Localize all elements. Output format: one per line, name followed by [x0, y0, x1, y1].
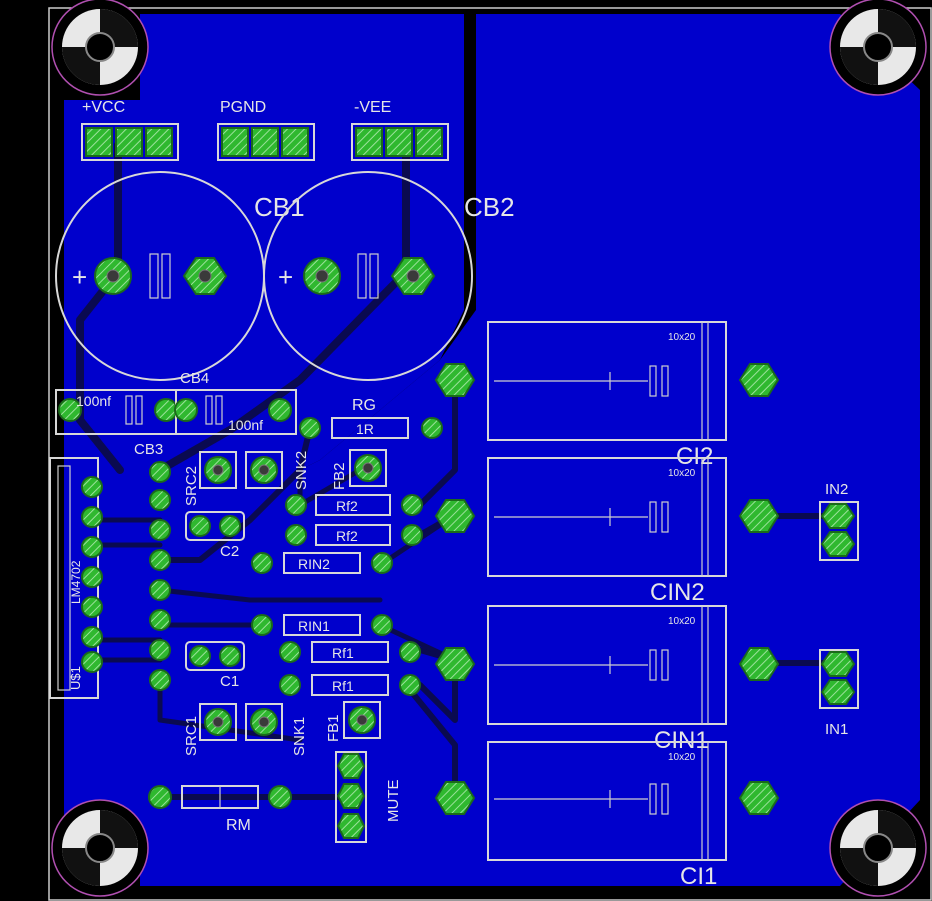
- pad-fb1: FB1: [325, 701, 381, 742]
- capacitor-cin2: 10x20 CIN2: [434, 457, 780, 606]
- pad-fb1-label: FB1: [325, 714, 342, 742]
- capacitor-ci2-label: CI2: [676, 443, 713, 470]
- resistor-rin1: RIN1: [251, 614, 393, 636]
- ic-lm4702: LM4702 U$1: [49, 457, 171, 699]
- capacitor-ci1: 10x20 CI1: [434, 741, 780, 890]
- pad-fb2-label: FB2: [331, 462, 348, 490]
- pad-src2-label: SRC2: [183, 466, 200, 506]
- resistor-rm-label: RM: [226, 817, 251, 834]
- resistor-rg-body: 1R: [356, 421, 374, 437]
- capacitor-cb4-value: 100nf: [228, 417, 263, 433]
- capacitor-cb4-label: CB4: [180, 370, 209, 387]
- pad-snk1-label: SNK1: [291, 717, 308, 756]
- capacitor-ci2-size: 10x20: [668, 332, 696, 343]
- resistor-rf1b-label: Rf1: [332, 678, 354, 694]
- connector-mute: MUTE: [335, 751, 402, 843]
- ic-pins: [81, 461, 171, 691]
- copper-pour-main: [64, 14, 920, 886]
- connector-pgnd-label: PGND: [220, 99, 266, 116]
- pad-snk1: SNK1: [245, 703, 308, 756]
- connector-vcc-label: +VCC: [82, 99, 125, 116]
- capacitor-cin2-label: CIN2: [650, 579, 705, 606]
- capacitor-cin1-label: CIN1: [654, 727, 709, 754]
- capacitor-cb2: + CB2: [263, 171, 515, 381]
- connector-in1-label: IN1: [825, 721, 848, 738]
- resistor-rm: RM: [148, 785, 292, 834]
- connector-vcc: +VCC: [81, 99, 179, 161]
- connector-pgnd: PGND: [217, 99, 315, 161]
- pad-src1: SRC1: [183, 703, 237, 756]
- capacitor-ci1-label: CI1: [680, 863, 717, 890]
- svg-text:+: +: [72, 262, 87, 292]
- connector-vee: -VEE: [351, 99, 449, 161]
- connector-vee-label: -VEE: [354, 99, 391, 116]
- resistor-rf1b: Rf1: [279, 674, 421, 696]
- connector-in2-label: IN2: [825, 481, 848, 498]
- resistor-rf1a: Rf1: [279, 641, 421, 663]
- resistor-rg-label: RG: [352, 397, 376, 414]
- connector-mute-label: MUTE: [385, 780, 402, 823]
- resistor-rin1-label: RIN1: [298, 618, 330, 634]
- resistor-rf1a-label: Rf1: [332, 645, 354, 661]
- resistor-rf2b-label: Rf2: [336, 528, 358, 544]
- ic-ref-label: U$1: [68, 666, 83, 690]
- pad-src2: SRC2: [183, 451, 237, 506]
- capacitor-c1-label: C1: [220, 673, 239, 690]
- mounting-hole-bottom-left: [51, 799, 149, 897]
- pad-fb2: FB2: [331, 449, 387, 490]
- pad-snk2: SNK2: [245, 451, 310, 490]
- capacitor-c2-label: C2: [220, 543, 239, 560]
- pad-snk2-label: SNK2: [293, 451, 310, 490]
- capacitor-cb3-label: CB3: [134, 441, 163, 458]
- capacitor-c2: C2: [185, 511, 245, 560]
- capacitor-c1: C1: [185, 641, 245, 690]
- capacitor-cin2-size: 10x20: [668, 468, 696, 479]
- resistor-rin2-label: RIN2: [298, 556, 330, 572]
- mounting-hole-bottom-right: [829, 799, 927, 897]
- resistor-rf2b: Rf2: [285, 524, 423, 546]
- resistor-rin2: RIN2: [251, 552, 393, 574]
- resistor-rf2a: Rf2: [285, 494, 423, 516]
- capacitor-cin1-size: 10x20: [668, 616, 696, 627]
- capacitor-cb4: 100nf CB4: [174, 370, 297, 435]
- resistor-rf2a-label: Rf2: [336, 498, 358, 514]
- capacitor-cin1: 10x20 CIN1: [434, 605, 780, 754]
- capacitor-cb3-value: 100nf: [76, 393, 111, 409]
- capacitor-cb2-label: CB2: [464, 192, 515, 222]
- capacitor-cb1-label: CB1: [254, 192, 305, 222]
- capacitor-ci2: 10x20 CI2: [434, 321, 780, 470]
- mounting-hole-top-left: [51, 0, 149, 96]
- connector-in2: IN2: [819, 481, 859, 561]
- mounting-hole-top-right: [829, 0, 927, 96]
- resistor-rg: 1R RG: [299, 397, 443, 439]
- ic-part-label: LM4702: [69, 560, 83, 604]
- capacitor-ci1-size: 10x20: [668, 752, 696, 763]
- pad-src1-label: SRC1: [183, 716, 200, 756]
- connector-in1: IN1: [819, 649, 859, 738]
- svg-text:+: +: [278, 262, 293, 292]
